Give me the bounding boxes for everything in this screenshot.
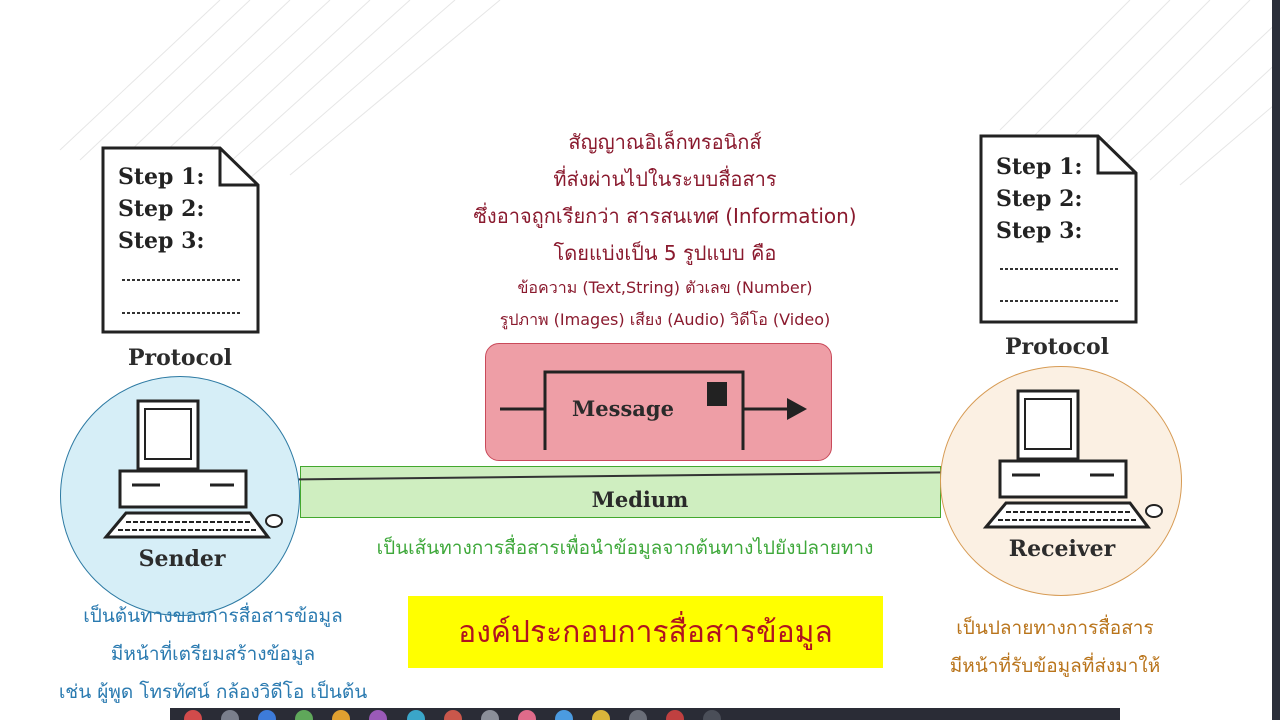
app-icon[interactable] xyxy=(703,710,722,720)
medium-label: Medium xyxy=(591,487,689,512)
app-icon[interactable] xyxy=(369,710,388,720)
computer-icon xyxy=(102,399,283,539)
info-line: โดยแบ่งเป็น 5 รูปแบบ คือ xyxy=(553,241,777,265)
protocol-step: Step 2: xyxy=(996,186,1083,212)
document-icon xyxy=(979,134,1138,324)
app-icon[interactable] xyxy=(184,710,202,720)
computer-icon xyxy=(982,389,1163,529)
sender-description-line: เป็นต้นทางของการสื่อสารข้อมูล xyxy=(83,605,343,627)
protocol-step: Step 2: xyxy=(118,196,205,222)
app-icon[interactable] xyxy=(517,710,536,720)
receiver-description: เป็นปลายทางการสื่อสาร มีหน้าที่รับข้อมูล… xyxy=(905,609,1205,685)
app-icon[interactable] xyxy=(258,710,277,720)
app-icon[interactable] xyxy=(443,710,462,720)
sender-protocol-document: Step 1: Step 2: Step 3: xyxy=(100,145,262,335)
receiver-protocol-label: Protocol xyxy=(1004,334,1110,360)
app-icon[interactable] xyxy=(295,710,314,720)
message-info: สัญญาณอิเล็กทรอนิกส์ ที่ส่งผ่านไปในระบบส… xyxy=(430,124,900,336)
medium-line xyxy=(240,471,981,481)
app-icon[interactable] xyxy=(480,710,499,720)
receiver-protocol-document: Step 1: Step 2: Step 3: xyxy=(978,133,1140,325)
receiver-description-line: มีหน้าที่รับข้อมูลที่ส่งมาให้ xyxy=(949,655,1161,677)
message-highlight xyxy=(485,343,832,461)
taskbar xyxy=(170,708,1120,720)
info-line: ที่ส่งผ่านไปในระบบสื่อสาร xyxy=(553,167,777,191)
square-icon xyxy=(707,382,727,406)
medium-highlight xyxy=(300,466,941,518)
receiver-description-line: เป็นปลายทางการสื่อสาร xyxy=(956,617,1154,639)
medium-description: เป็นเส้นทางการสื่อสารเพื่อนำข้อมูลจากต้น… xyxy=(376,537,874,559)
info-line: สัญญาณอิเล็กทรอนิกส์ xyxy=(568,130,762,154)
protocol-step: Step 3: xyxy=(996,218,1083,244)
app-icon[interactable] xyxy=(554,710,573,720)
sender-description-line: เช่น ผู้พูด โทรทัศน์ กล้องวิดีโอ เป็นต้น xyxy=(58,681,368,703)
receiver-label: Receiver xyxy=(1008,536,1116,562)
info-formats-line: รูปภาพ (Images) เสียง (Audio) วิดีโอ (Vi… xyxy=(499,310,831,329)
mouse-icon xyxy=(1145,504,1163,518)
app-icon[interactable] xyxy=(221,710,240,720)
window-edge xyxy=(1272,0,1280,720)
sender-protocol-label: Protocol xyxy=(127,345,233,371)
slide-title-box: องค์ประกอบการสื่อสารข้อมูล xyxy=(408,596,883,668)
info-formats-line: ข้อความ (Text,String) ตัวเลข (Number) xyxy=(517,278,813,297)
protocol-step: Step 3: xyxy=(118,228,205,254)
message-label: Message xyxy=(572,396,674,421)
message-diagram xyxy=(500,370,807,450)
app-icon[interactable] xyxy=(406,710,425,720)
sender-label: Sender xyxy=(138,546,226,572)
protocol-step: Step 1: xyxy=(996,154,1083,180)
arrow-right-icon xyxy=(787,398,807,420)
protocol-step: Step 1: xyxy=(118,164,205,190)
sender-description: เป็นต้นทางของการสื่อสารข้อมูล มีหน้าที่เ… xyxy=(8,597,418,711)
slide-title: องค์ประกอบการสื่อสารข้อมูล xyxy=(458,614,833,650)
app-icon[interactable] xyxy=(666,710,685,720)
document-icon xyxy=(101,146,260,334)
sender-description-line: มีหน้าที่เตรียมสร้างข้อมูล xyxy=(110,643,316,665)
app-icon[interactable] xyxy=(592,710,611,720)
info-line: ซึ่งอาจถูกเรียกว่า สารสนเทศ (Information… xyxy=(473,204,857,228)
mouse-icon xyxy=(265,514,283,528)
app-icon[interactable] xyxy=(332,710,351,720)
app-icon[interactable] xyxy=(629,710,648,720)
